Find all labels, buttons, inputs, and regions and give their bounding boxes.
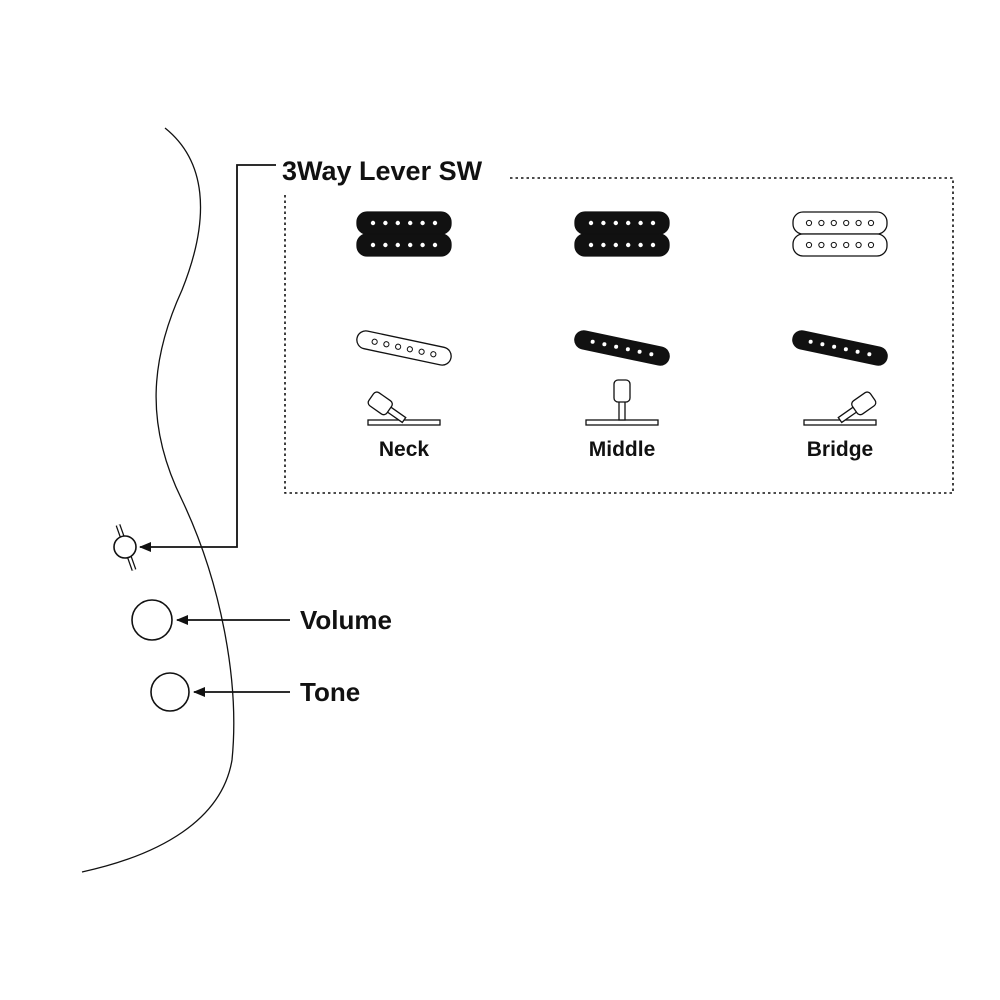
switch-position-label: Neck [379, 438, 430, 461]
single-coil-pickup-icon [792, 330, 888, 366]
switch-title: 3Way Lever SW [282, 156, 483, 186]
tone-knob [150, 672, 190, 712]
switch-leader-line [139, 164, 276, 552]
humbucker-pickup-icon [792, 211, 888, 257]
humbucker-pickup-icon [574, 211, 670, 257]
single-coil-pickup-icon [356, 330, 452, 366]
guitar-body-outline [81, 127, 235, 873]
humbucker-pickup-icon [356, 211, 452, 257]
volume-knob [131, 599, 173, 641]
lever-position-icon [803, 391, 877, 426]
lever-switch-knob [113, 524, 137, 571]
switch-position-label: Middle [589, 438, 656, 461]
switch-position-neck: Neck [356, 211, 452, 461]
tone-label: Tone [300, 677, 360, 707]
lever-position-icon [367, 391, 441, 426]
volume-label: Volume [300, 605, 392, 635]
switch-positions: Neck Middle Bridge [356, 211, 888, 461]
single-coil-pickup-icon [574, 330, 670, 366]
switch-position-bridge: Bridge [792, 211, 888, 461]
lever-position-icon [585, 379, 659, 426]
switch-position-middle: Middle [574, 211, 670, 461]
switch-position-label: Bridge [807, 438, 874, 461]
